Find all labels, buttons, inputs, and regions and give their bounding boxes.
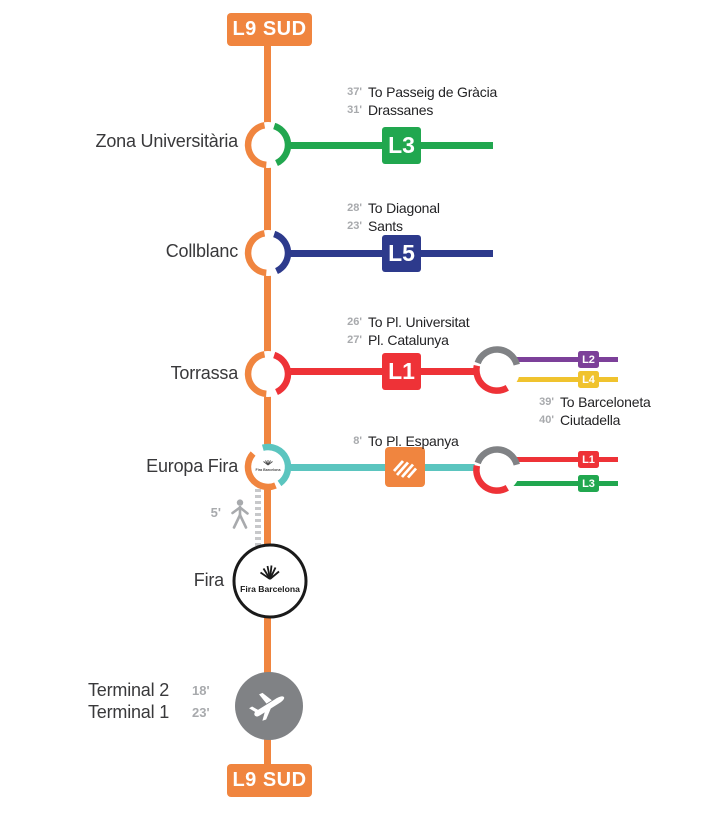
time-row: 27' Pl. Catalunya: [336, 331, 469, 349]
fgc-logo-icon: [392, 460, 418, 479]
destination: Ciutadella: [560, 412, 621, 428]
terminal-2-label: Terminal 2: [88, 679, 170, 700]
fira-station-circle: Fira Barcelona: [232, 543, 308, 619]
destination: Pl. Catalunya: [368, 332, 449, 348]
terminal-labels: Terminal 2 18' Terminal 1 23': [88, 679, 210, 723]
terminal-2-time: 18': [192, 682, 210, 698]
fira-logo-text: Fira Barcelona: [240, 584, 300, 594]
l9-sud-badge-top: L9 SUD: [227, 13, 312, 46]
torrassa-transfer-times: 39' To Barceloneta 40' Ciutadella: [528, 393, 651, 429]
destination: To Diagonal: [368, 200, 440, 216]
terminal-row: Terminal 2 18': [88, 679, 210, 701]
walking-person-icon: [231, 499, 249, 529]
terminal-row: Terminal 1 23': [88, 701, 210, 723]
walk-path-dashed-line: [255, 489, 261, 546]
transfer-circle-torrassa: [473, 346, 520, 394]
time-value: 27': [347, 334, 362, 346]
zona-times: 37' To Passeig de Gràcia 31' Drassanes: [336, 83, 497, 119]
fgc-badge: [385, 447, 425, 487]
time-value: 23': [347, 220, 362, 232]
fira-barcelona-mini-logo: Fira Barcelona: [256, 460, 282, 472]
time-row: 23' Sants: [336, 217, 440, 235]
interchange-circle-torrassa: [244, 351, 292, 398]
l2-line: [498, 357, 618, 362]
time-value: 8': [353, 435, 362, 447]
l1-transfer-line: [498, 457, 618, 462]
time-row: 26' To Pl. Universitat: [336, 313, 469, 331]
time-row: 8' To Pl. Espanya: [336, 432, 459, 450]
interchange-circle-zona-universitaria: [244, 122, 292, 169]
terminal-1-label: Terminal 1: [88, 701, 170, 722]
l5-badge: L5: [382, 235, 421, 272]
l1-badge: L1: [382, 353, 421, 390]
l2-badge: L2: [578, 351, 599, 368]
collblanc-times: 28' To Diagonal 23' Sants: [336, 199, 440, 235]
interchange-circle-collblanc: [244, 230, 292, 277]
station-label-torrassa: Torrassa: [170, 363, 239, 383]
airport-station-circle: [235, 672, 303, 740]
time-row: 39' To Barceloneta: [528, 393, 651, 411]
l4-badge: L4: [578, 371, 599, 388]
torrassa-times: 26' To Pl. Universitat 27' Pl. Catalunya: [336, 313, 469, 349]
time-value: 31': [347, 104, 362, 116]
time-value: 40': [539, 414, 554, 426]
time-row: 40' Ciutadella: [528, 411, 651, 429]
walk-time-label: 5': [210, 505, 221, 520]
station-label-europa-fira: Europa Fira: [146, 456, 238, 476]
time-row: 37' To Passeig de Gràcia: [336, 83, 497, 101]
time-value: 26': [347, 316, 362, 328]
time-value: 37': [347, 86, 362, 98]
l3-badge: L3: [382, 127, 421, 164]
station-label-collblanc: Collblanc: [165, 241, 238, 261]
destination: To Pl. Universitat: [368, 314, 470, 330]
l3-transfer-line: [498, 481, 618, 486]
destination: Sants: [368, 218, 403, 234]
europa-times: 8' To Pl. Espanya: [336, 432, 459, 450]
l4-line: [498, 377, 618, 382]
time-value: 28': [347, 202, 362, 214]
time-row: 28' To Diagonal: [336, 199, 440, 217]
destination: To Barceloneta: [560, 394, 651, 410]
fira-barcelona-logo: Fira Barcelona: [240, 565, 300, 594]
time-value: 39': [539, 396, 554, 408]
time-row: 31' Drassanes: [336, 101, 497, 119]
terminal-1-time: 23': [192, 704, 210, 720]
destination: To Passeig de Gràcia: [368, 84, 498, 100]
svg-text:Fira Barcelona: Fira Barcelona: [256, 468, 282, 472]
destination: Drassanes: [368, 102, 434, 118]
l9-sud-badge-bottom: L9 SUD: [227, 764, 312, 797]
l3-transfer-badge: L3: [578, 475, 599, 492]
destination: To Pl. Espanya: [368, 433, 459, 449]
station-label-zona-universitaria: Zona Universitària: [95, 131, 239, 151]
station-label-fira: Fira: [193, 570, 224, 590]
airplane-icon: [249, 692, 285, 721]
l9-line: [264, 30, 271, 770]
transfer-circle-europa-fira: [473, 446, 520, 494]
l1-transfer-badge: L1: [578, 451, 599, 468]
interchange-circle-europa-fira: Fira Barcelona: [244, 443, 292, 491]
